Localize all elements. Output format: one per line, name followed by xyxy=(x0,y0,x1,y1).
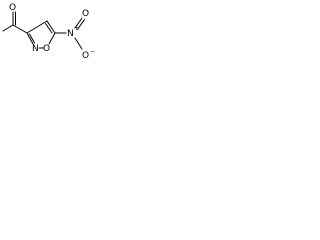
nitro-top-oxygen-label: O xyxy=(82,9,89,19)
methyl-carbonyl-bond xyxy=(2,24,14,32)
nitro-top-oxygen-bond xyxy=(74,17,83,29)
ring-c5-c4-double xyxy=(45,23,53,34)
carbonyl-ring-bond xyxy=(12,24,28,34)
nitro-nitrogen-charge: + xyxy=(74,25,79,32)
nitro-top-oxygen-double xyxy=(77,19,85,30)
nitro-bottom-oxygen-bond xyxy=(74,37,83,50)
ring-nitrogen-label: N xyxy=(32,44,39,54)
ring-oxygen-label: O xyxy=(43,44,50,54)
nitro-nitrogen-label: N xyxy=(67,29,74,39)
acetyl-oxygen-label: O xyxy=(9,3,16,13)
ring-c5-c4-bond xyxy=(46,20,56,34)
ring-o1-c5-bond xyxy=(48,32,56,45)
ring-c4-c3-bond xyxy=(26,20,48,34)
ring-c3-n2-double xyxy=(29,33,35,44)
ring-c3-n2-bond xyxy=(26,32,34,45)
nitroisoxazole-structure: O N O N + O O − xyxy=(2,3,95,61)
nitro-bottom-oxygen-charge: − xyxy=(90,48,95,55)
nitro-bottom-oxygen-label: O xyxy=(82,51,89,61)
